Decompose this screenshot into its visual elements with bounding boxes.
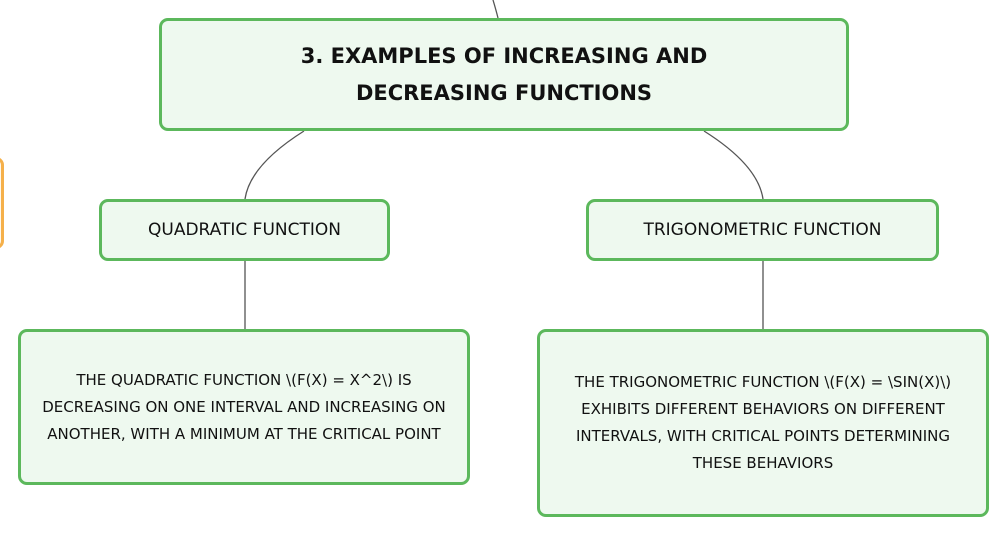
trigonometric-function-node[interactable]: TRIGONOMETRIC FUNCTION (586, 199, 939, 261)
trigonometric-function-label: TRIGONOMETRIC FUNCTION (643, 220, 882, 240)
trigonometric-description-text: THE TRIGONOMETRIC FUNCTION \(F(X) = \SIN… (574, 373, 952, 472)
main-topic-title: 3. EXAMPLES OF INCREASING AND DECREASING… (300, 43, 708, 105)
quadratic-function-label: QUADRATIC FUNCTION (148, 220, 341, 240)
connector-from-parent (492, 0, 499, 19)
connector-main-to-trigonometric (703, 130, 764, 200)
connector-main-to-quadratic (244, 130, 305, 200)
quadratic-function-node[interactable]: QUADRATIC FUNCTION (99, 199, 390, 261)
main-topic-node[interactable]: 3. EXAMPLES OF INCREASING AND DECREASING… (159, 18, 849, 131)
quadratic-description-text: THE QUADRATIC FUNCTION \(F(X) = X^2\) IS… (42, 370, 446, 443)
quadratic-description-node[interactable]: THE QUADRATIC FUNCTION \(F(X) = X^2\) IS… (18, 329, 470, 485)
trigonometric-description-node[interactable]: THE TRIGONOMETRIC FUNCTION \(F(X) = \SIN… (537, 329, 989, 517)
offscreen-node-edge[interactable] (0, 157, 4, 249)
